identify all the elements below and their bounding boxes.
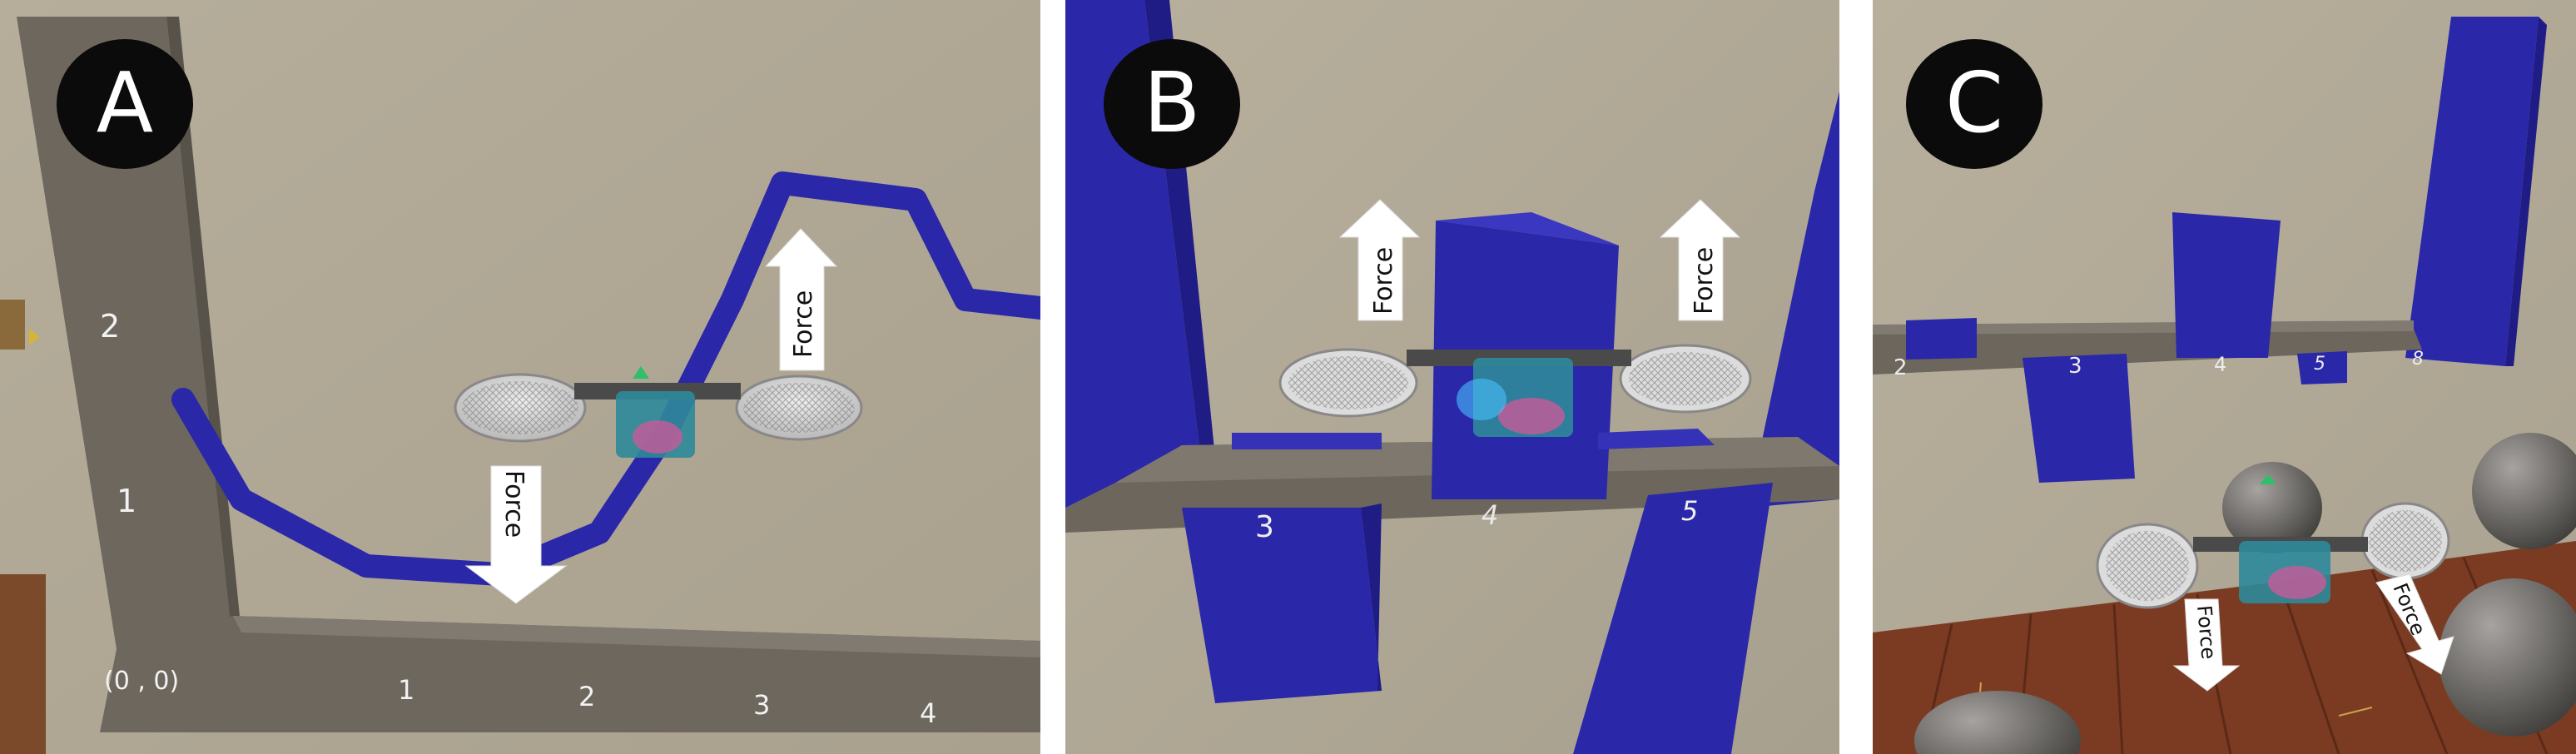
pillar-back-left xyxy=(1065,0,1207,516)
panel-badge-c: C xyxy=(1906,39,2042,169)
badge-a-letter: A xyxy=(97,54,153,151)
pillar-label-4: 4 xyxy=(2214,353,2226,376)
pillar-back-right xyxy=(1748,92,1839,508)
force-arrow-up-left: Force xyxy=(1338,199,1421,321)
y-axis-wall xyxy=(17,17,233,649)
drone xyxy=(2096,474,2450,609)
drone xyxy=(1278,344,1752,437)
panel-a: 2 1 (0 , 0) 1 2 3 4 Force Force A xyxy=(0,0,1040,754)
pillar-5 xyxy=(2297,351,2347,384)
sphere xyxy=(1914,691,2081,754)
panel-badge-b: B xyxy=(1104,39,1240,169)
y-tick-1: 1 xyxy=(117,483,136,519)
pillar-label-4: 4 xyxy=(1482,499,1498,531)
pillar-4 xyxy=(2172,212,2281,358)
pillar-label-5: 5 xyxy=(2314,354,2325,375)
sphere xyxy=(2472,433,2576,549)
pillar-label-5: 5 xyxy=(1681,495,1698,527)
panel-badge-a: A xyxy=(57,39,193,169)
x-tick-1: 1 xyxy=(398,674,414,706)
force-arrow-up: Force xyxy=(764,228,838,371)
badge-c-letter: C xyxy=(1945,54,2003,151)
panel-c-scene: 2 3 4 5 8 Force Force xyxy=(1873,0,2576,754)
pillar-label-2: 2 xyxy=(1894,355,1908,380)
x-tick-4: 4 xyxy=(920,697,936,729)
force-arrow-up-right: Force xyxy=(1659,199,1741,321)
badge-b-letter: B xyxy=(1144,54,1201,151)
force-arrow-down-left: Force xyxy=(2172,598,2241,692)
sphere xyxy=(2222,462,2322,553)
panel-c: 2 3 4 5 8 Force Force xyxy=(1873,0,2576,754)
pillar-3 xyxy=(1182,508,1382,703)
y-tick-2: 2 xyxy=(100,308,120,345)
force-label-left: Force xyxy=(1369,247,1398,315)
cabinet xyxy=(0,574,46,754)
force-label-up: Force xyxy=(789,290,818,358)
beam xyxy=(1873,329,2422,375)
pillar-label-3: 3 xyxy=(1255,510,1274,544)
pillar-label-8: 8 xyxy=(2412,349,2424,370)
x-tick-2: 2 xyxy=(578,681,595,712)
panel-a-scene: 2 1 (0 , 0) 1 2 3 4 Force Force A xyxy=(0,0,1040,754)
panel-b: 3 4 5 Force Force B xyxy=(1065,0,1839,754)
pillar-label-3: 3 xyxy=(2068,354,2082,379)
force-arrow-down: Force xyxy=(464,465,568,604)
pillar-8 xyxy=(2405,17,2539,366)
force-label-right: Force xyxy=(1690,247,1719,315)
drone xyxy=(454,366,863,458)
sphere xyxy=(2439,578,2576,737)
panel-b-scene: 3 4 5 Force Force B xyxy=(1065,0,1839,754)
pillar-5 xyxy=(1573,483,1773,754)
origin-label: (0 , 0) xyxy=(104,667,179,696)
pillar-2 xyxy=(1906,318,1977,360)
force-label-left: Force xyxy=(2192,604,2221,660)
force-label-down: Force xyxy=(499,470,529,538)
x-tick-3: 3 xyxy=(753,689,770,721)
pillar-3 xyxy=(2023,354,2135,483)
